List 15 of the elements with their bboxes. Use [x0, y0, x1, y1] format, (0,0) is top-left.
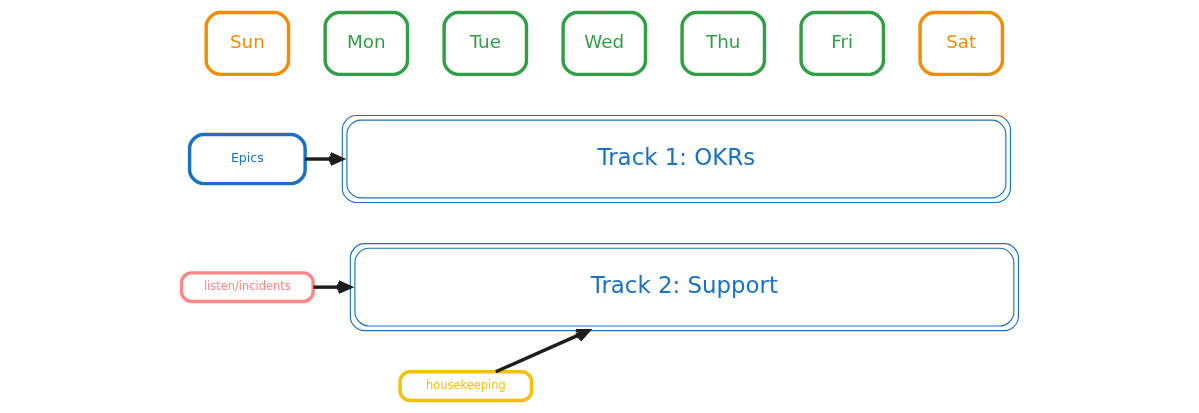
node-box: listen/incidents: [179, 271, 315, 304]
node-box: Track 2: Support: [349, 243, 1019, 332]
node-box: Fri: [798, 10, 885, 77]
node-box: Sun: [203, 10, 290, 77]
node-box: Tue: [441, 10, 528, 77]
arrow: [313, 280, 352, 294]
arrow: [304, 152, 344, 166]
node-box: Thu: [679, 10, 766, 77]
node-box: Track 1: OKRs: [341, 115, 1011, 204]
node-box: housekeeping: [397, 370, 533, 403]
node-box: Sat: [917, 10, 1004, 77]
arrow: [494, 328, 590, 374]
node-box: Mon: [322, 10, 409, 77]
node-box: Epics: [187, 132, 307, 186]
node-box: Wed: [560, 10, 647, 77]
